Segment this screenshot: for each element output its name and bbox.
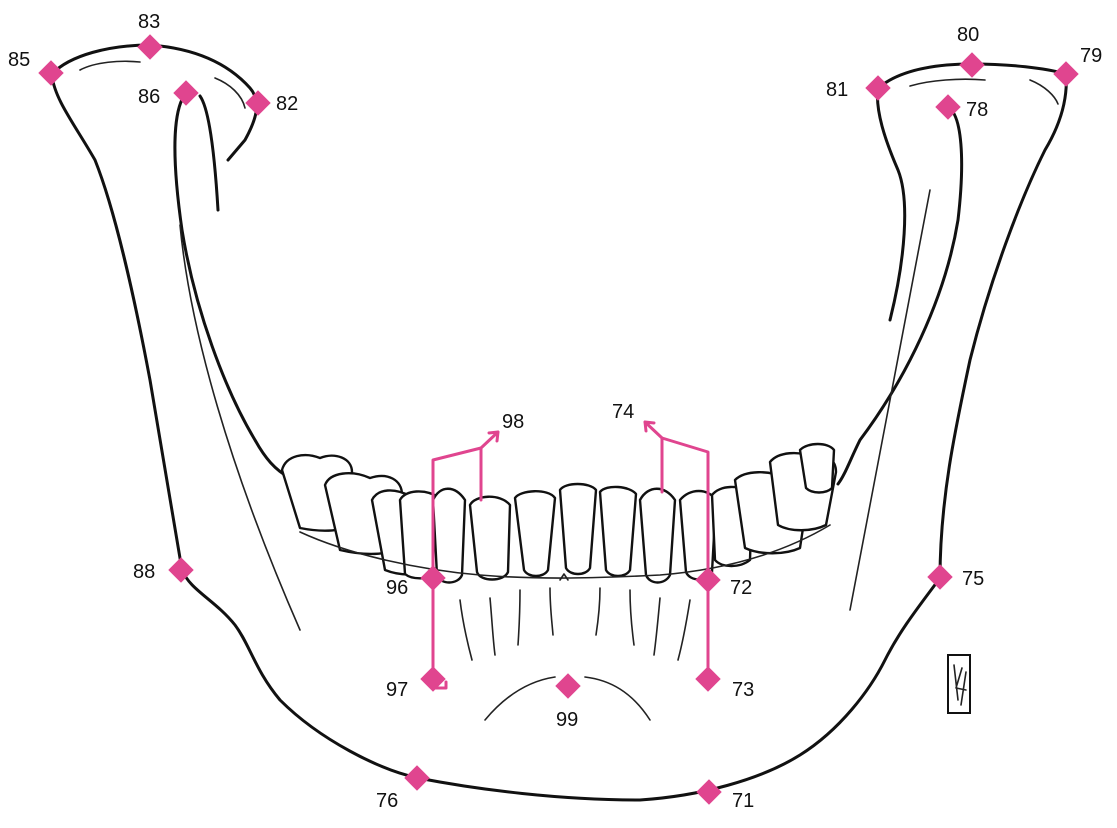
landmark-label-72: 72 — [730, 577, 752, 599]
landmark-marker-71 — [696, 779, 721, 804]
landmark-marker-79 — [1053, 61, 1078, 86]
landmark-label-76: 76 — [376, 790, 398, 812]
landmark-markers — [38, 34, 1078, 804]
landmark-marker-75 — [927, 564, 952, 589]
landmark-label-86: 86 — [138, 86, 160, 108]
landmark-marker-99 — [555, 673, 580, 698]
landmark-marker-80 — [959, 52, 984, 77]
landmark-label-74: 74 — [612, 401, 634, 423]
landmark-label-81: 81 — [826, 79, 848, 101]
landmark-marker-83 — [137, 34, 162, 59]
guide-arrow-74 — [645, 422, 662, 438]
landmark-label-82: 82 — [276, 93, 298, 115]
landmark-label-98: 98 — [502, 411, 524, 433]
landmark-label-99: 99 — [556, 709, 578, 731]
landmark-marker-73 — [695, 666, 720, 691]
landmark-label-96: 96 — [386, 577, 408, 599]
landmark-label-73: 73 — [732, 679, 754, 701]
landmark-label-97: 97 — [386, 679, 408, 701]
landmark-labels: 85 83 86 82 81 80 79 78 98 74 88 96 72 7… — [8, 11, 1102, 812]
landmark-marker-86 — [173, 80, 198, 105]
landmark-label-85: 85 — [8, 49, 30, 71]
landmark-label-75: 75 — [962, 568, 984, 590]
landmark-marker-76 — [404, 765, 429, 790]
landmark-marker-85 — [38, 60, 63, 85]
landmark-label-80: 80 — [957, 24, 979, 46]
landmark-label-79: 79 — [1080, 45, 1102, 67]
landmark-label-78: 78 — [966, 99, 988, 121]
guide-arrow-98 — [481, 432, 498, 448]
landmark-label-71: 71 — [732, 790, 754, 812]
landmark-label-83: 83 — [138, 11, 160, 33]
landmark-marker-88 — [168, 557, 193, 582]
landmark-marker-81 — [865, 75, 890, 100]
teeth — [282, 444, 836, 583]
landmark-label-88: 88 — [133, 561, 155, 583]
landmark-marker-82 — [245, 90, 270, 115]
landmark-marker-78 — [935, 94, 960, 119]
